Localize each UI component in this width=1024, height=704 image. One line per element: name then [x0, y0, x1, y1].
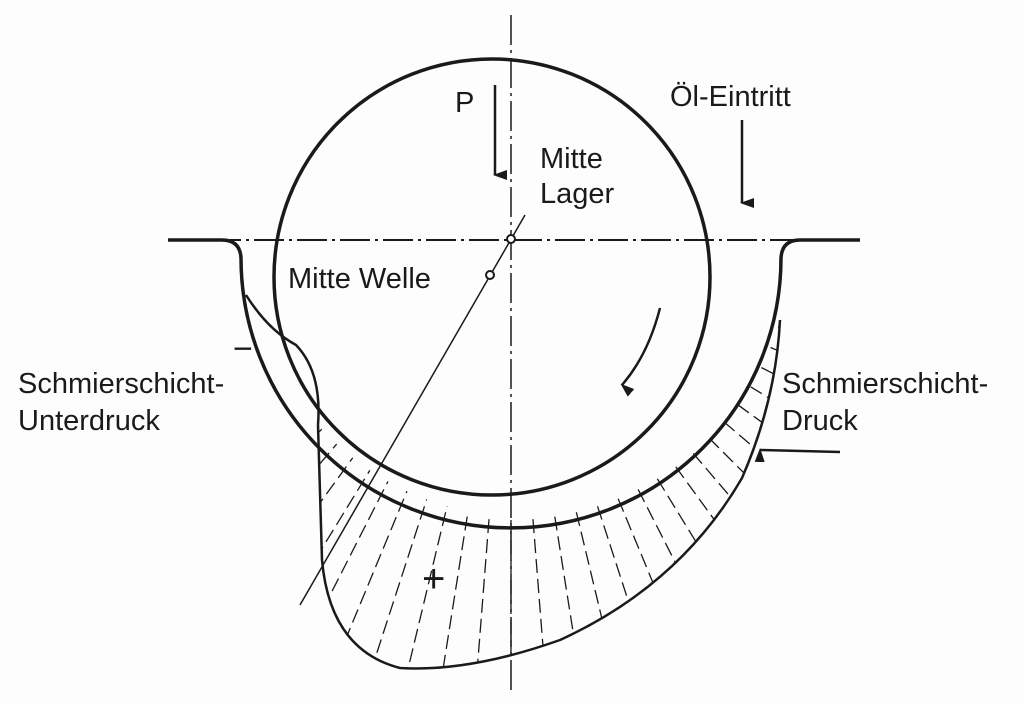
hatch-line [530, 499, 548, 669]
hatch-line [628, 471, 741, 669]
rotation-arrow-icon [620, 307, 662, 397]
bearing-center-label-line1: Mitte [540, 143, 603, 175]
hatch-line [364, 487, 432, 669]
negative-pressure-label-line1: Schmierschicht- [18, 368, 224, 400]
hatch-line [720, 392, 780, 547]
bearing-center-label-line2: Lager [540, 178, 615, 210]
hatch-line [590, 487, 658, 669]
oil-inlet-label: Öl-Eintritt [670, 81, 791, 113]
eccentricity-line [299, 214, 526, 606]
hatch-line [708, 408, 780, 579]
hatch-line [646, 461, 780, 669]
hatch-line [694, 423, 780, 609]
positive-pressure-label-line1: Schmierschicht- [782, 368, 988, 400]
plus-sign: + [422, 557, 445, 601]
hatch-line [474, 499, 492, 669]
hatch-line [551, 496, 583, 669]
pressure-arrow-icon [754, 448, 841, 463]
shaft-center-point [485, 270, 495, 280]
hatch-line [318, 423, 328, 609]
hatch-line [679, 437, 780, 636]
hatch-line [439, 496, 471, 669]
hatch-line [318, 461, 376, 669]
hatch-line [318, 449, 359, 662]
minus-sign: − [233, 330, 253, 368]
positive-pressure-label-line2: Druck [782, 405, 858, 437]
negative-pressure-label-line2: Unterdruck [18, 405, 160, 437]
bearing-shell [168, 238, 860, 530]
shaft-center-label: Mitte Welle [288, 263, 431, 295]
hatch-line [318, 471, 394, 669]
hatch-line [402, 492, 451, 669]
load-label: P [455, 87, 474, 119]
bearing-center-point [506, 234, 516, 244]
hatch-line [571, 492, 620, 669]
hatch-line [318, 437, 343, 636]
shaft-circle [272, 57, 712, 497]
negative-pressure-region [244, 294, 320, 426]
